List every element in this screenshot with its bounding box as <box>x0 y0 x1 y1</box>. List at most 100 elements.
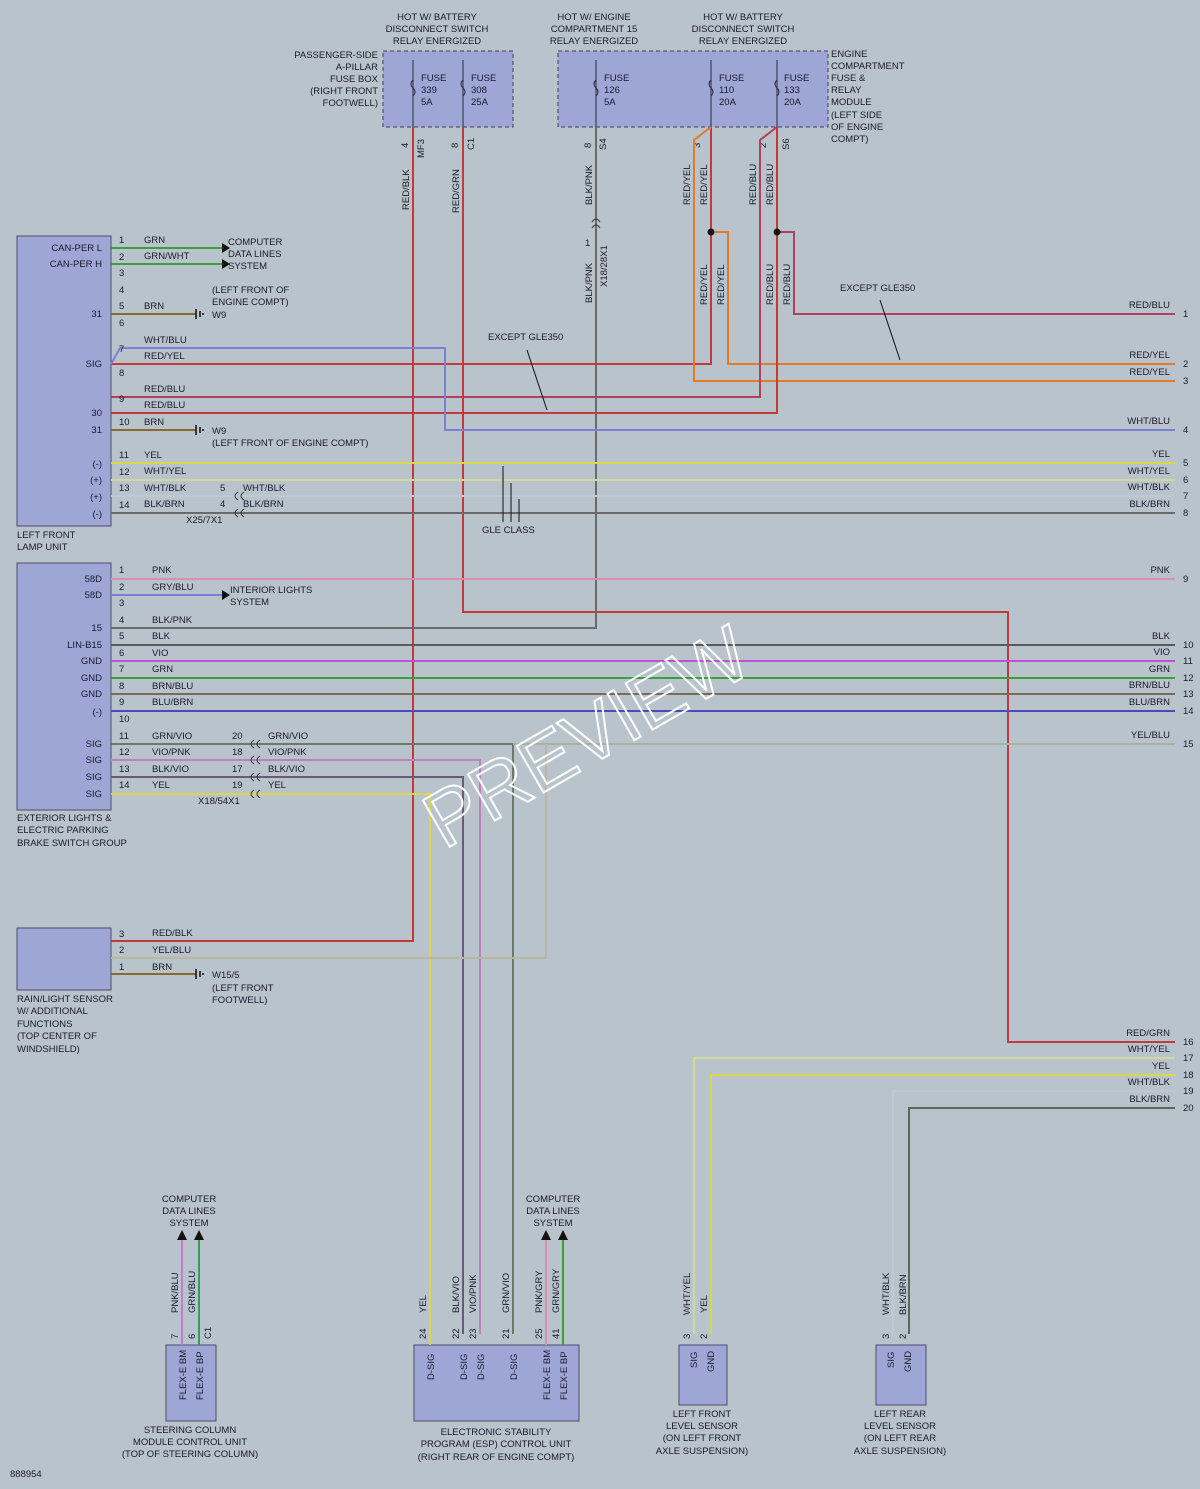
conn-x18-19 <box>250 789 261 799</box>
lfl-labels: CAN-PER L CAN-PER H 31 SIG 30 31 (-) (+)… <box>17 235 368 553</box>
wire-red-blu-9 <box>111 126 778 398</box>
right-edge-wire-9: PNK <box>1150 565 1170 576</box>
right-edge-num-1: 1 <box>1183 309 1188 320</box>
steer-wire-2: GRN/BLU <box>187 1271 198 1313</box>
esp-sig-25: FLEX-E BM <box>542 1350 553 1400</box>
rain-name-3: FUNCTIONS <box>17 1019 72 1030</box>
pfb-l5: FOOTWELL) <box>323 98 378 109</box>
ext-x18-wire-20: GRN/VIO <box>268 731 308 742</box>
annotation-arrows <box>502 299 901 522</box>
esp-control-unit <box>413 1344 580 1422</box>
bottom-dl2-3: SYSTEM <box>533 1218 572 1229</box>
steering-name-2: MODULE CONTROL UNIT <box>133 1437 247 1448</box>
ground-icon-w9-b <box>195 425 204 435</box>
wire-red-blu-30 <box>111 127 778 414</box>
efb-l4: RELAY <box>831 85 862 96</box>
ext-x18-pin-17: 17 <box>232 764 243 775</box>
ext-wire-2: GRY/BLU <box>152 582 194 593</box>
right-edge-num-5: 5 <box>1183 458 1188 469</box>
right-edge-num-17: 17 <box>1183 1053 1194 1064</box>
lfl-wire-2: GRN/WHT <box>144 251 190 262</box>
lfl-pin-label-14: (-) <box>93 509 103 520</box>
lfl-x25-wire-4: BLK/BRN <box>243 499 284 510</box>
vlabel-red-grn: RED/GRN <box>451 169 462 213</box>
annotation-gle-class: GLE CLASS <box>482 525 535 536</box>
lfl-x25: X25/7X1 <box>186 515 222 526</box>
lfl-ground2: W9 <box>212 426 226 437</box>
lfl-pin-label-7: SIG <box>86 359 102 370</box>
lfl-pin-2: 2 <box>119 252 124 263</box>
wire-red-blk <box>111 127 414 942</box>
ext-pin-4: 4 <box>119 615 124 626</box>
rain-pin-3: 3 <box>119 929 124 940</box>
lfl-wire-14: BLK/BRN <box>144 499 185 510</box>
lfl-ground2-loc: (LEFT FRONT OF ENGINE COMPT) <box>212 438 368 449</box>
esp-wire-21: GRN/VIO <box>501 1273 512 1313</box>
wire-red-yel-main <box>111 127 712 365</box>
steering-name-1: STEERING COLUMN <box>144 1425 237 1436</box>
ext-pin-13: 13 <box>119 764 130 775</box>
right-edge-num-4: 4 <box>1183 425 1188 436</box>
rain-wire-3: RED/BLK <box>152 928 193 939</box>
lfl-wire-1: GRN <box>144 235 165 246</box>
ext-x18-pin-20: 20 <box>232 731 243 742</box>
lf-level-name-1: LEFT FRONT <box>673 1409 732 1420</box>
lfl-pin-7: 7 <box>119 344 124 355</box>
efb-l2: COMPARTMENT <box>831 61 905 72</box>
esp-sig-23: D-SIG <box>476 1354 487 1380</box>
steer-sig-1: FLEX-E BM <box>178 1350 189 1400</box>
ext-x18-pin-19: 19 <box>232 780 243 791</box>
fuse-126-conn: S4 <box>598 138 609 150</box>
wire-yel-18 <box>710 1074 1175 1334</box>
right-edge-wire-3: RED/YEL <box>1129 367 1170 378</box>
hot-battery-2-line1: HOT W/ BATTERY <box>703 12 783 23</box>
fuse-110-amp: 20A <box>719 97 737 108</box>
right-edge-num-12: 12 <box>1183 673 1194 684</box>
ext-pin-label-7: GND <box>81 673 102 684</box>
vlabel-red-blu-a: RED/BLU <box>748 164 759 205</box>
ext-pin-label-12: SIG <box>86 755 102 766</box>
ext-wire-5: BLK <box>152 631 171 642</box>
esp-sig-41: FLEX-E BP <box>559 1351 570 1400</box>
arrowheads <box>177 243 568 1240</box>
passenger-fusebox <box>382 50 514 128</box>
hot-battery-1-line3: RELAY ENERGIZED <box>393 36 481 47</box>
esp-sig-24: D-SIG <box>426 1354 437 1380</box>
wire-red-blu-1 <box>777 231 1175 315</box>
ground-icon-w9-a <box>195 309 204 319</box>
lfl-pin-label-1: CAN-PER L <box>51 243 102 254</box>
right-edge-num-7: 7 <box>1183 491 1188 502</box>
fuse-110-pin: 3 <box>692 143 703 148</box>
lfl-wire-9a: RED/BLU <box>144 384 185 395</box>
vlabel-red-yel-c: RED/YEL <box>699 264 710 305</box>
ext-wire-1: PNK <box>152 565 172 576</box>
fuse-110-num: 110 <box>719 85 734 96</box>
right-edge-num-18: 18 <box>1183 1070 1194 1081</box>
rain-light-sensor <box>16 927 112 991</box>
lf-pin-2: 2 <box>699 1334 710 1339</box>
esp-pin-25: 25 <box>534 1328 545 1339</box>
right-edge-wire-18: YEL <box>1152 1061 1170 1072</box>
lfl-x25-pin-4: 4 <box>220 499 225 510</box>
fuse-308-conn: C1 <box>466 138 477 150</box>
left-rear-level-sensor <box>875 1344 927 1406</box>
ext-wire-8: BRN/BLU <box>152 681 193 692</box>
ext-pin-label-5: LIN-B15 <box>67 640 102 651</box>
esp-sig-21: D-SIG <box>509 1354 520 1380</box>
ext-pin-9: 9 <box>119 697 124 708</box>
ext-wire-13: BLK/VIO <box>152 764 189 775</box>
right-edge-wire-16: RED/GRN <box>1126 1028 1170 1039</box>
lfl-data-lines-2: DATA LINES <box>228 249 282 260</box>
lr-wire-2: BLK/BRN <box>898 1274 909 1315</box>
conn-x18-18 <box>250 755 261 765</box>
lfl-wire-11: YEL <box>144 450 162 461</box>
lfl-x25-pin-5: 5 <box>220 483 225 494</box>
esp-wire-25: PNK/GRY <box>534 1270 545 1313</box>
right-edge-wire-17: WHT/YEL <box>1128 1044 1170 1055</box>
efb-l5: MODULE <box>831 97 872 108</box>
ext-x18-pin-18: 18 <box>232 747 243 758</box>
esp-pin-41: 41 <box>551 1328 562 1339</box>
ext-name-3: BRAKE SWITCH GROUP <box>17 838 127 849</box>
esp-name-1: ELECTRONIC STABILITY <box>441 1427 552 1438</box>
vlabel-red-blu-d: RED/BLU <box>782 264 793 305</box>
